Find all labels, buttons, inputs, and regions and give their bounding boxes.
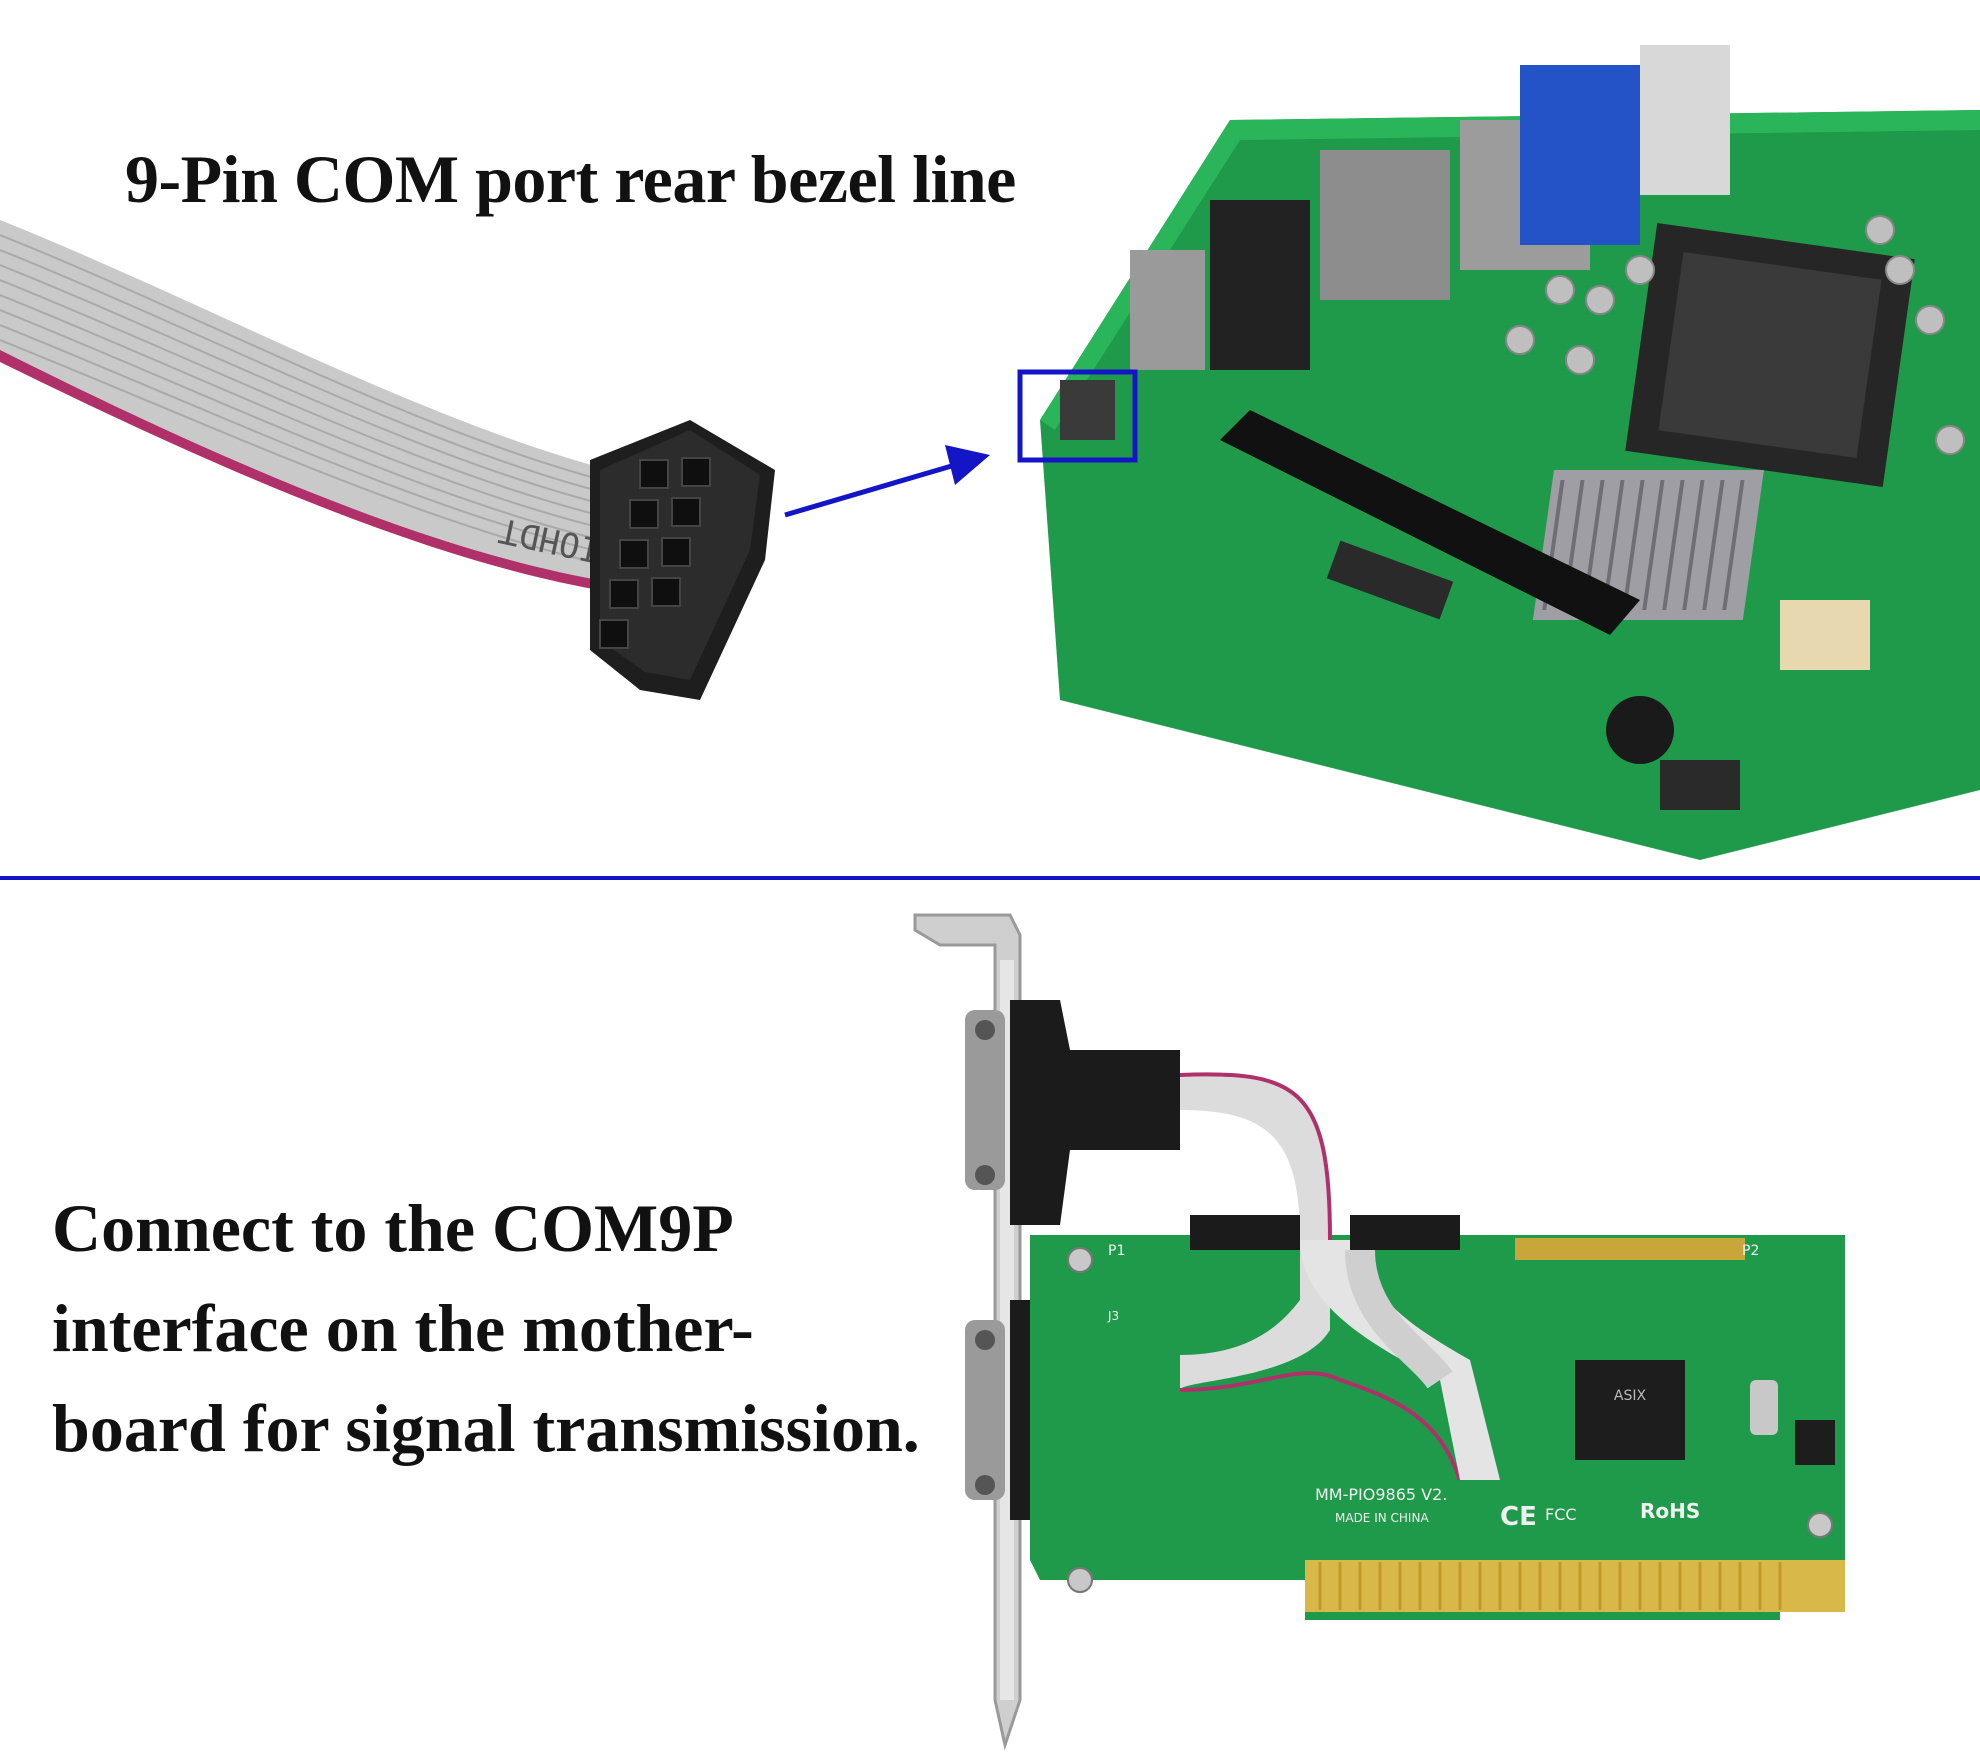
serial-card-pcb: ASIX MM-PIO9865 V2. MADE IN CHINA CE FCC… [1030, 1235, 1845, 1620]
arrow-right-icon [784, 445, 990, 518]
internal-ribbon-cables [1179, 1072, 1500, 1481]
ce-mark: CE [1500, 1502, 1537, 1532]
chip-label: ASIX [1614, 1388, 1647, 1404]
uart-chip [1575, 1360, 1685, 1460]
highlight-box-icon [1017, 369, 1138, 463]
rohs-mark: RoHS [1640, 1499, 1700, 1523]
fcc-mark: FCC [1545, 1505, 1577, 1524]
model-label: MM-PIO9865 V2. [1315, 1485, 1447, 1504]
top-section: 9-Pin COM port rear bezel line IOHDT [0, 0, 1980, 876]
header-p2-label: P2 [1742, 1243, 1759, 1259]
motherboard [1040, 45, 1980, 860]
section-heading: 9-Pin COM port rear bezel line [125, 141, 1016, 217]
db9-connector-bottom [965, 1300, 1180, 1520]
caption-line: Connect to the COM9P [52, 1190, 734, 1266]
header-p1-label: P1 [1108, 1243, 1125, 1259]
made-in-label: MADE IN CHINA [1335, 1511, 1429, 1525]
caption-line: board for signal transmission. [52, 1390, 920, 1466]
header-j3-label: J3 [1107, 1309, 1119, 1323]
top-illustration: IOHDT [0, 45, 1980, 860]
caption-text: Connect to the COM9P interface on the mo… [52, 1178, 952, 1478]
caption-line: interface on the mother- [52, 1290, 754, 1366]
idc-connector [590, 420, 775, 700]
ribbon-cable: IOHDT [0, 220, 611, 592]
db9-connector-top [965, 1000, 1180, 1225]
section-divider [0, 876, 1980, 880]
